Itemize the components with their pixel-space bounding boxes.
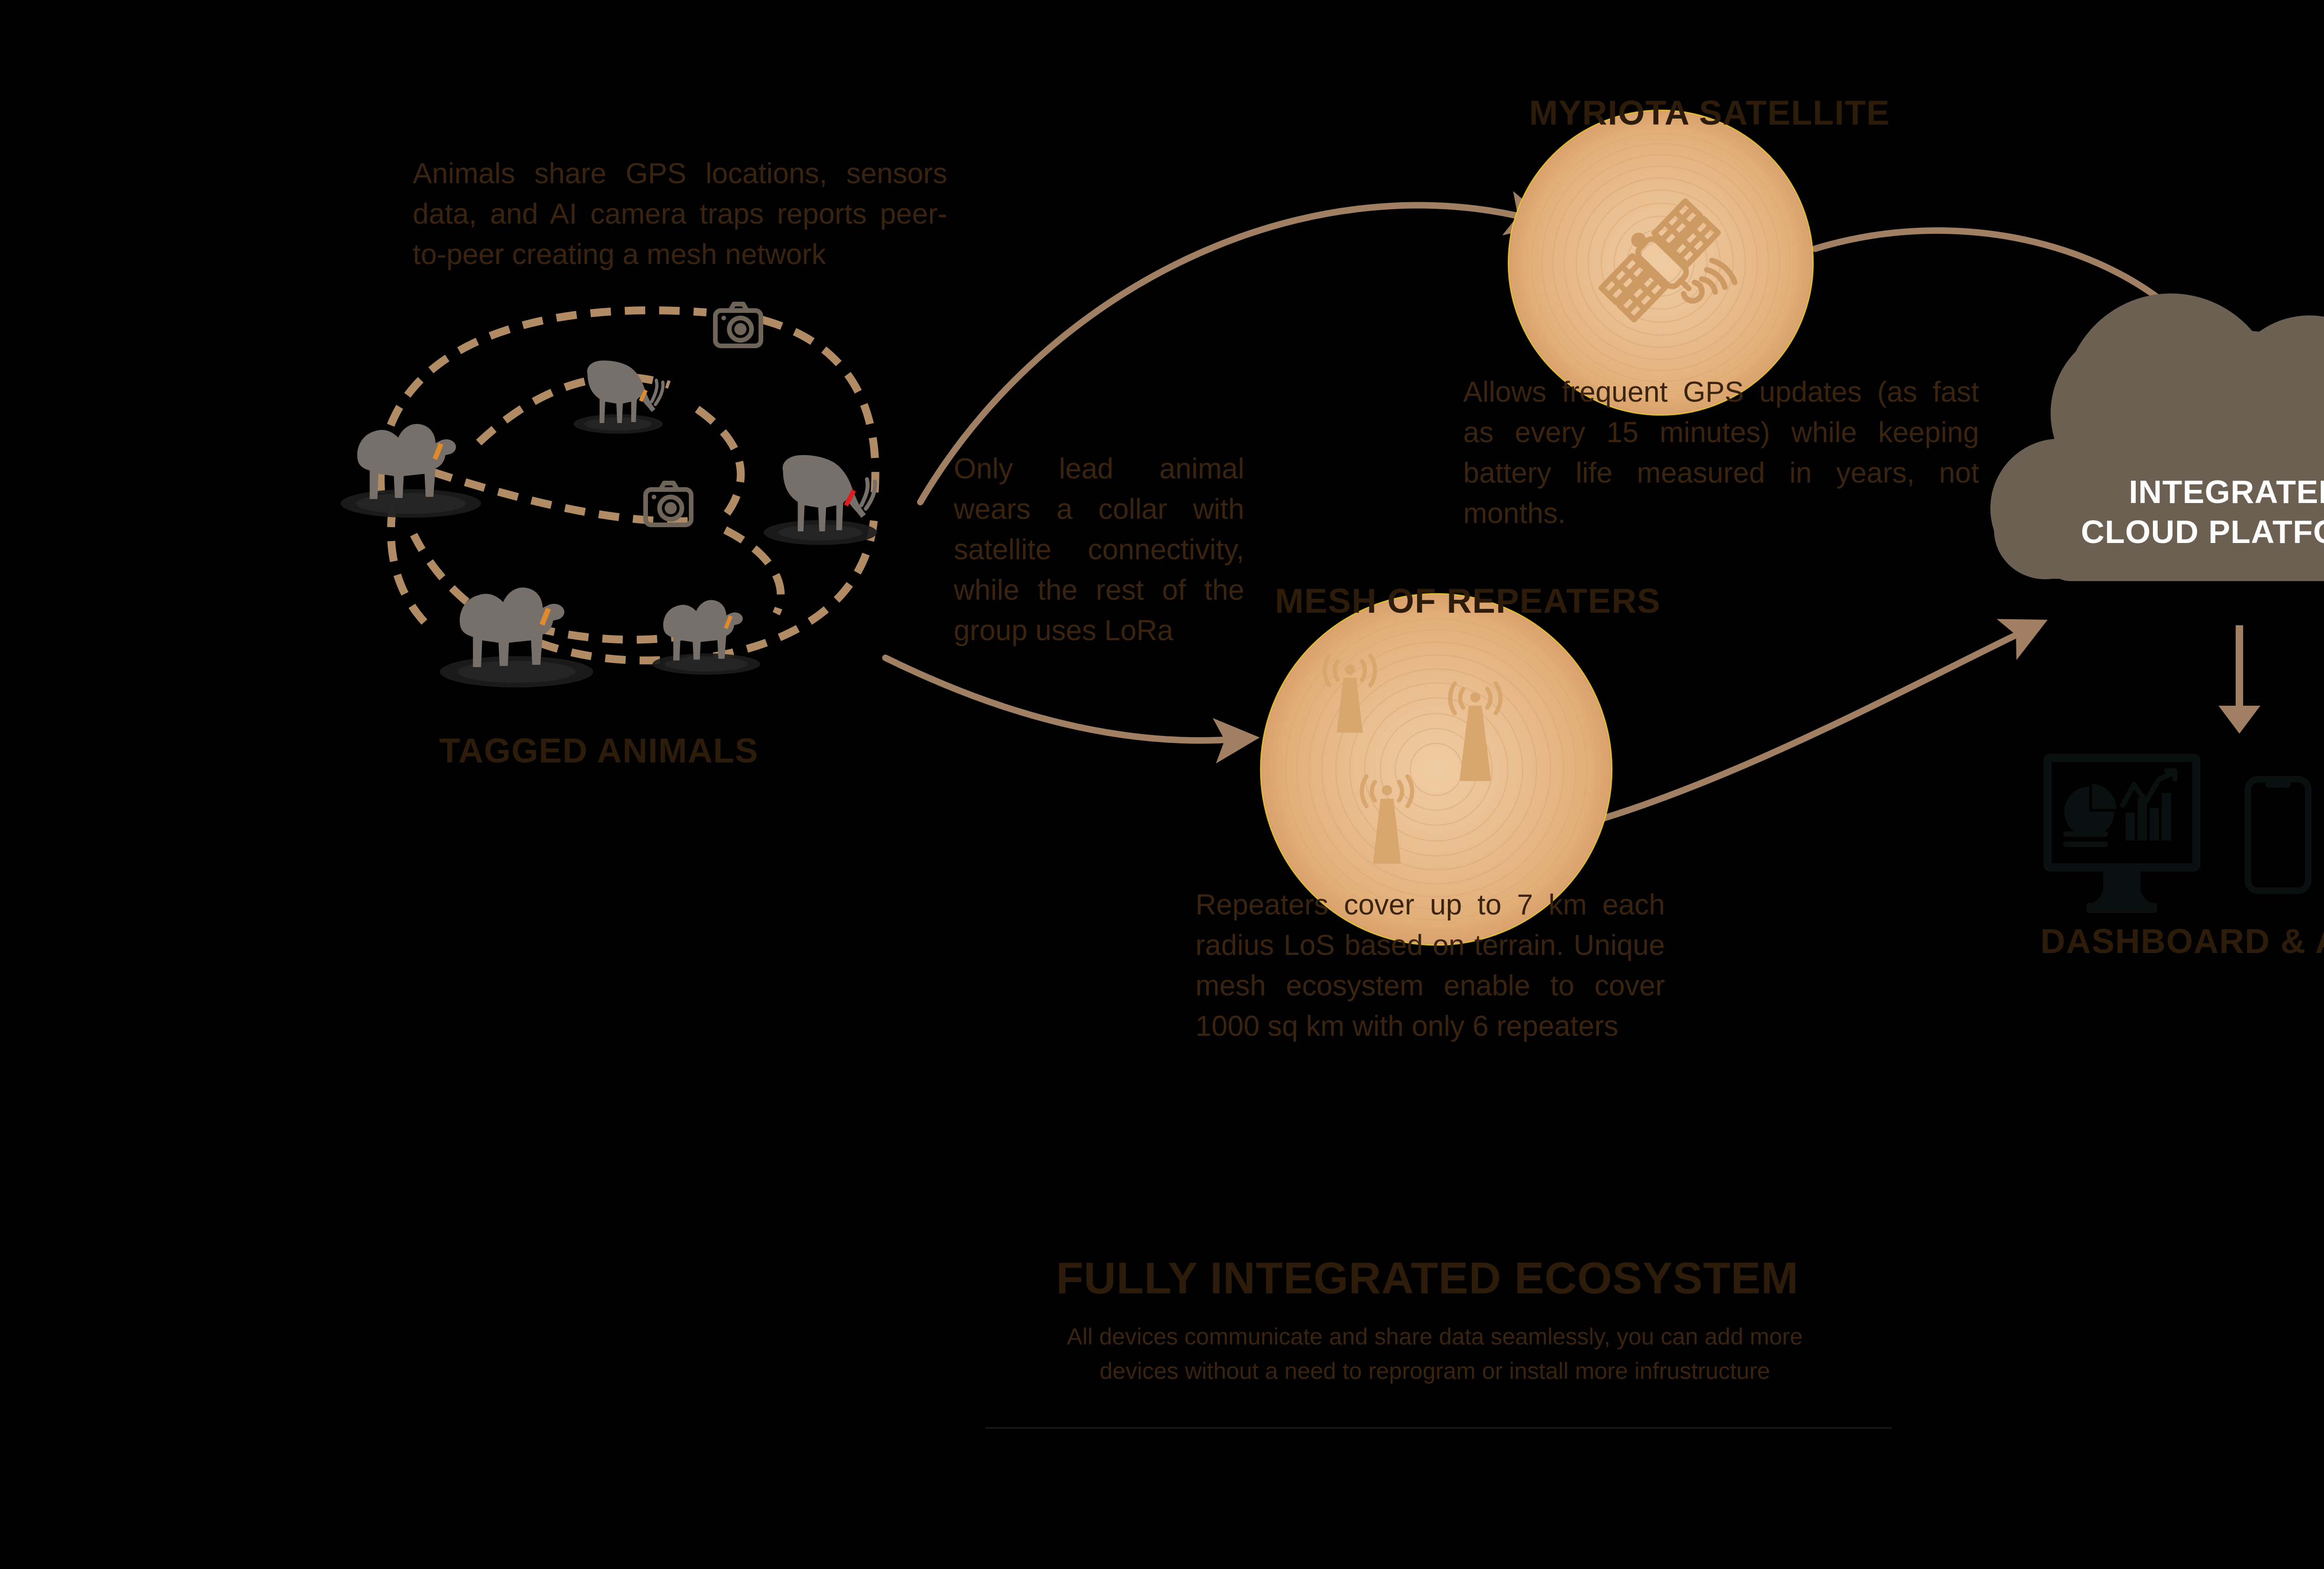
arrow-animals-to-mesh: [882, 655, 1260, 764]
monitor-dashboard-icon: [2043, 754, 2200, 913]
satellite-icon: [1598, 198, 1738, 323]
camel-icon: [652, 600, 760, 675]
mesh-dashed-links: [376, 306, 879, 665]
cloud-platform-label: INTEGRATED CLOUD PLATFORM: [2081, 474, 2324, 550]
mobile-phone-icon: [2245, 776, 2311, 894]
camera-icon: [643, 481, 693, 527]
radio-tower-icon: [1322, 653, 1377, 733]
satellite-title: MYRIOTA SATELLITE: [1529, 93, 1890, 132]
camel-icon: [440, 587, 594, 688]
gazelle-lead-icon: [764, 455, 878, 545]
arrow-satellite-to-cloud: [1812, 227, 2218, 361]
animals-description: Animals share GPS locations, sensors dat…: [413, 158, 947, 271]
radio-tower-icon: [1360, 774, 1414, 864]
camel-icon: [340, 424, 481, 518]
mesh-title: MESH OF REPEATERS: [1275, 582, 1661, 620]
footer-subtitle: All devices communicate and share data s…: [1067, 1324, 1803, 1384]
satellite-description: Allows frequent GPS updates (as fast as …: [1463, 376, 1979, 530]
footer-title: FULLY INTEGRATED ECOSYSTEM: [1056, 1253, 1799, 1303]
camera-icon: [713, 302, 763, 348]
arrow-cloud-to-dashboard: [2218, 625, 2260, 734]
gazelle-icon: [574, 360, 665, 434]
lead-animal-note: Only lead animal wears a collar with sat…: [954, 453, 1244, 647]
satellite-circle: [1507, 109, 1814, 416]
footer-divider: [985, 1427, 1892, 1429]
animals-title: TAGGED ANIMALS: [439, 731, 759, 770]
mesh-description: Repeaters cover up to 7 km each radius L…: [1195, 889, 1665, 1042]
arrow-mesh-to-cloud: [1552, 619, 2048, 835]
radio-tower-icon: [1448, 681, 1503, 781]
dashboard-title: DASHBOARD & ALERTS: [2040, 922, 2324, 960]
